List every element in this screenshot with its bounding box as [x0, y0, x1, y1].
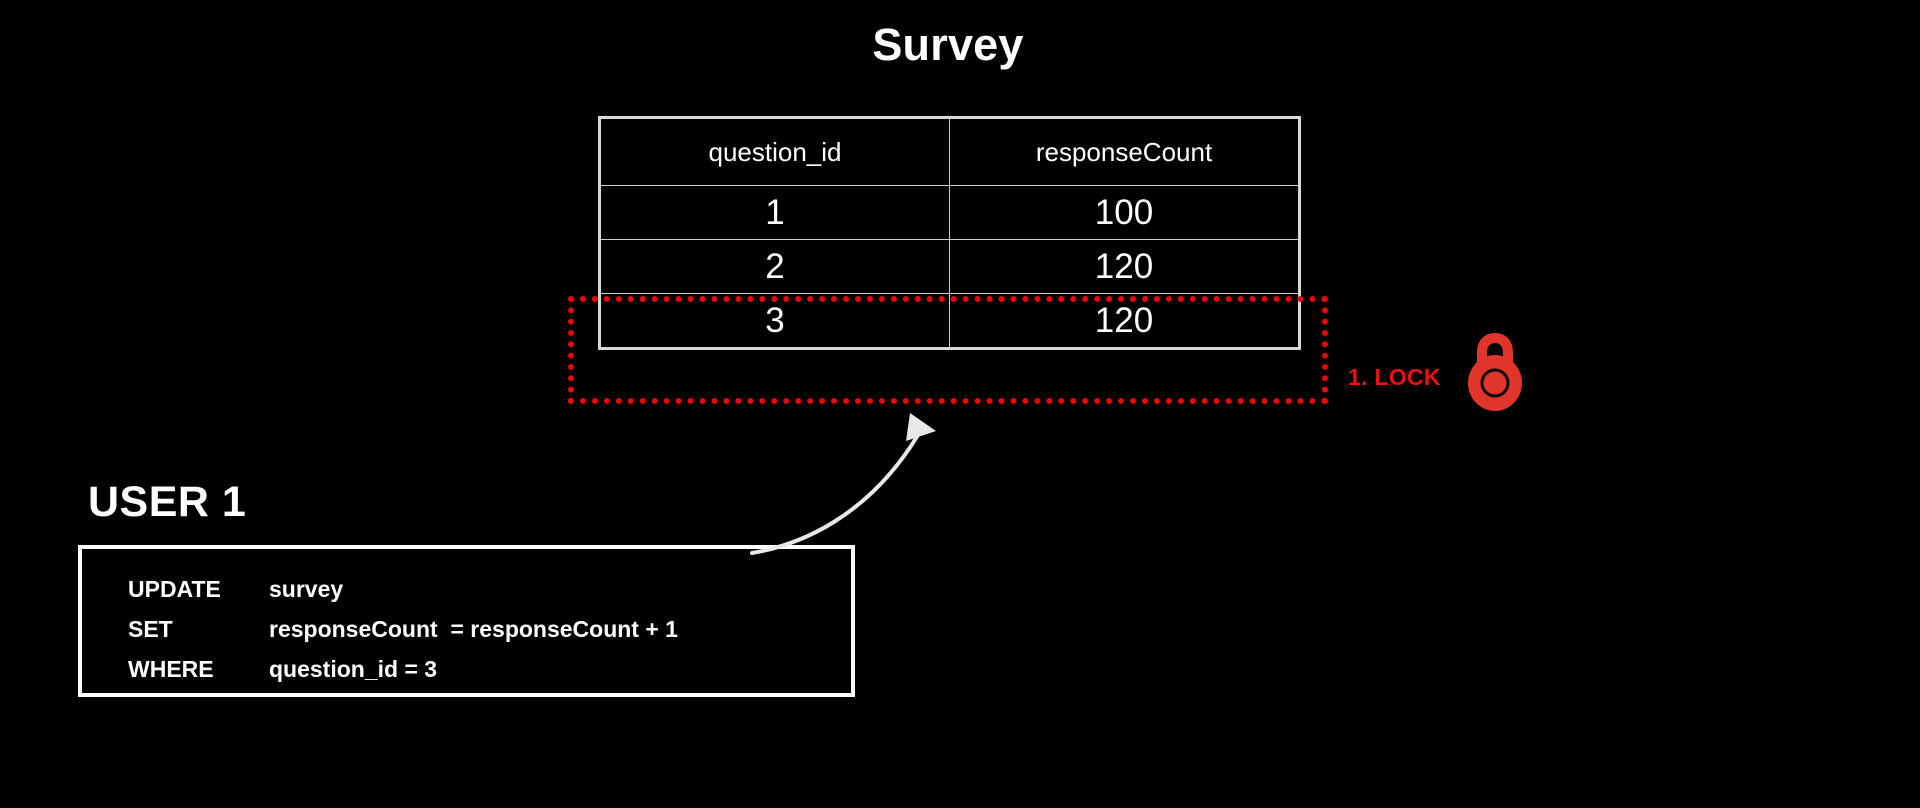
table-row-locked: 3 120 — [599, 293, 1300, 349]
sql-keyword: UPDATE — [128, 576, 221, 602]
sql-expression: responseCount = responseCount + 1 — [269, 616, 678, 642]
sql-expression: question_id = 3 — [269, 656, 438, 682]
cell-question-id: 1 — [599, 185, 950, 240]
page-title: Survey — [872, 19, 1024, 70]
sql-expression: survey — [269, 576, 344, 602]
cell-response-count: 120 — [949, 239, 1300, 294]
sql-keyword: SET — [128, 616, 173, 642]
sql-line: UPDATE survey — [128, 569, 851, 609]
survey-table: question_id responseCount 1 100 2 120 3 … — [598, 116, 1301, 350]
lock-step-label: 1. LOCK — [1348, 364, 1441, 390]
user-label: USER 1 — [88, 478, 247, 526]
padlock-icon — [1467, 331, 1523, 418]
cell-response-count: 100 — [949, 185, 1300, 240]
lock-annotation: 1. LOCK — [1348, 333, 1523, 418]
cell-question-id: 2 — [599, 239, 950, 294]
table-row: 2 120 — [599, 239, 1300, 294]
cell-question-id: 3 — [599, 293, 950, 349]
sql-line: SET responseCount = responseCount + 1 — [128, 609, 851, 649]
table-header-row: question_id responseCount — [599, 117, 1300, 186]
cell-response-count: 120 — [949, 293, 1300, 349]
column-header-response-count: responseCount — [949, 117, 1300, 186]
table-row: 1 100 — [599, 185, 1300, 240]
sql-line: WHERE question_id = 3 — [128, 649, 851, 689]
column-header-question-id: question_id — [599, 117, 950, 186]
sql-statement-box: UPDATE survey SET responseCount = respon… — [78, 545, 855, 697]
sql-keyword: WHERE — [128, 656, 214, 682]
